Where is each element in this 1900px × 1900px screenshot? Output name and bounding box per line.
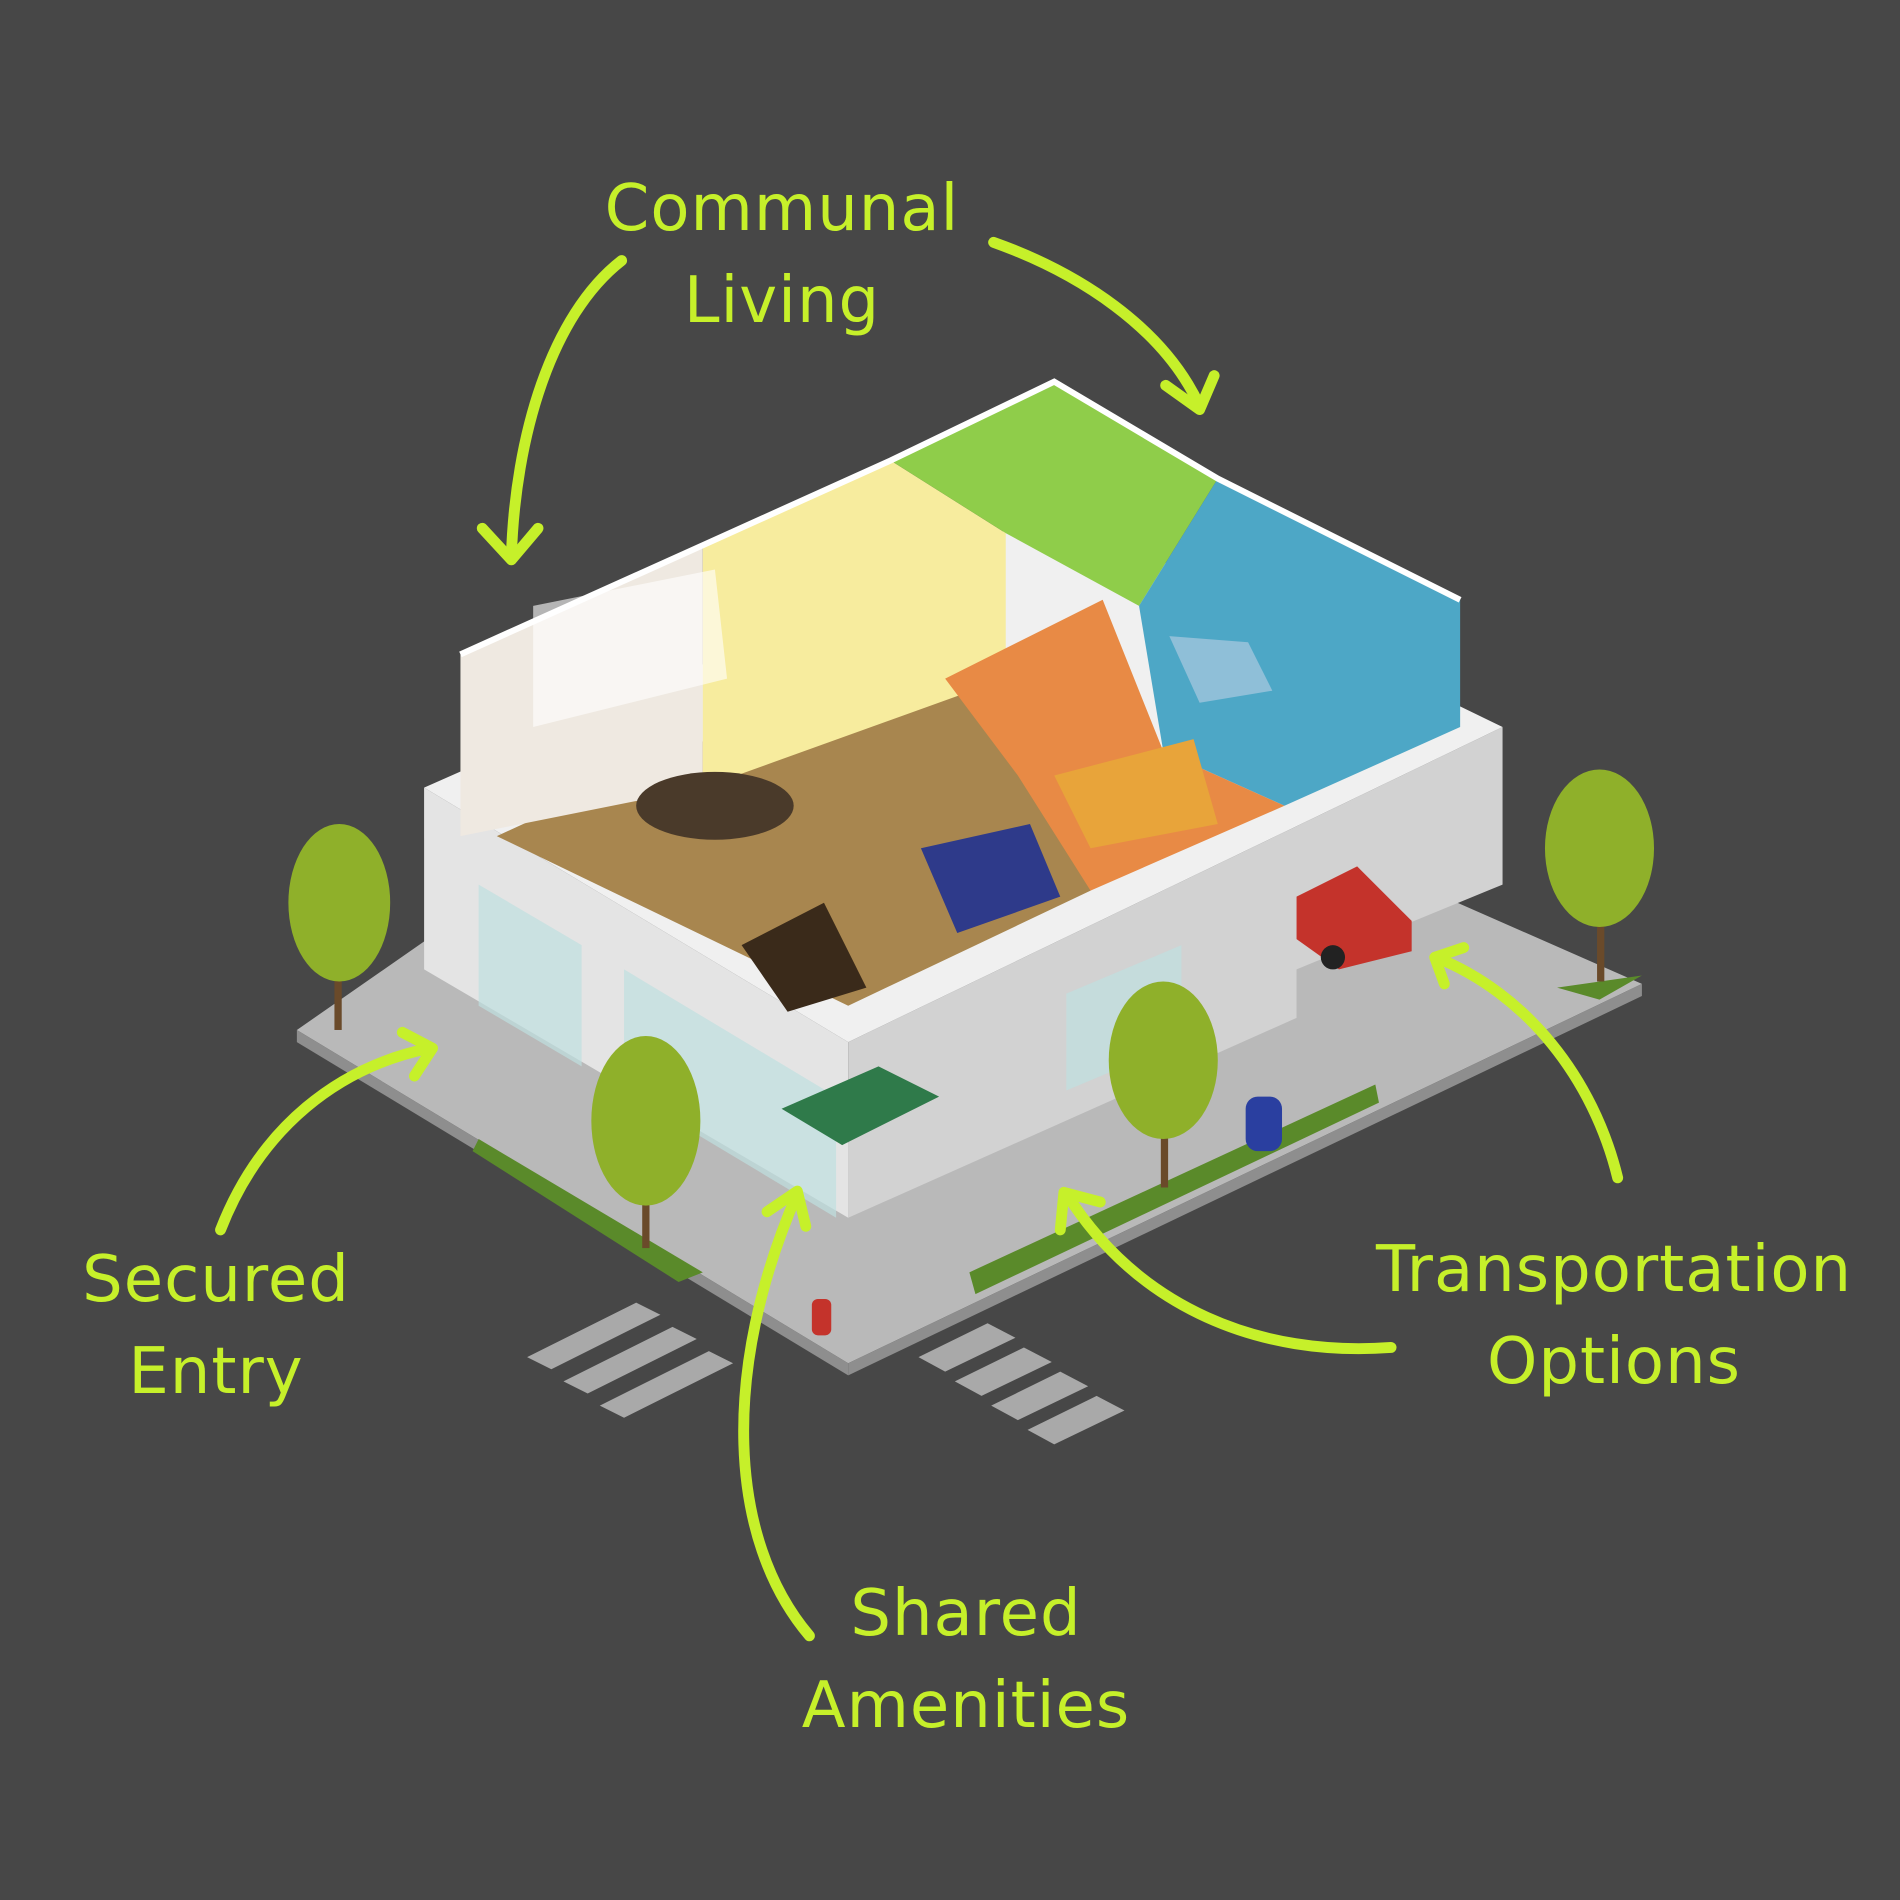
crosswalk-left [527, 1302, 734, 1418]
label-transport-line1: Transportation [1375, 1233, 1853, 1307]
trees [288, 769, 1655, 1249]
label-communal-living: Communal Living [605, 163, 960, 347]
label-secured-line1: Secured [82, 1243, 350, 1317]
arrow-communal-right [988, 236, 1206, 412]
label-communal-line1: Communal [604, 172, 960, 246]
arrow-transport-street [1060, 1188, 1397, 1355]
upper-floor [424, 378, 1503, 1043]
arrow-shared-amenities [738, 1188, 815, 1642]
car [1296, 866, 1412, 970]
arrows [215, 236, 1624, 1642]
arrow-secured-entry [215, 1042, 436, 1236]
label-shared-amenities: Shared Amenities [802, 1568, 1130, 1752]
label-shared-line1: Shared [850, 1577, 1082, 1651]
mailbox [1245, 1096, 1283, 1152]
label-transport-line2: Options [1487, 1325, 1741, 1399]
arrow-transport-car [1430, 951, 1624, 1184]
fire-hydrant [811, 1298, 832, 1336]
crosswalk-right [918, 1323, 1125, 1445]
label-secured-line2: Entry [128, 1335, 304, 1409]
label-communal-line2: Living [683, 264, 881, 338]
arrow-communal-left [505, 255, 628, 563]
label-transportation-options: Transportation Options [1376, 1224, 1852, 1408]
label-shared-line2: Amenities [801, 1669, 1131, 1743]
label-secured-entry: Secured Entry [82, 1234, 350, 1418]
